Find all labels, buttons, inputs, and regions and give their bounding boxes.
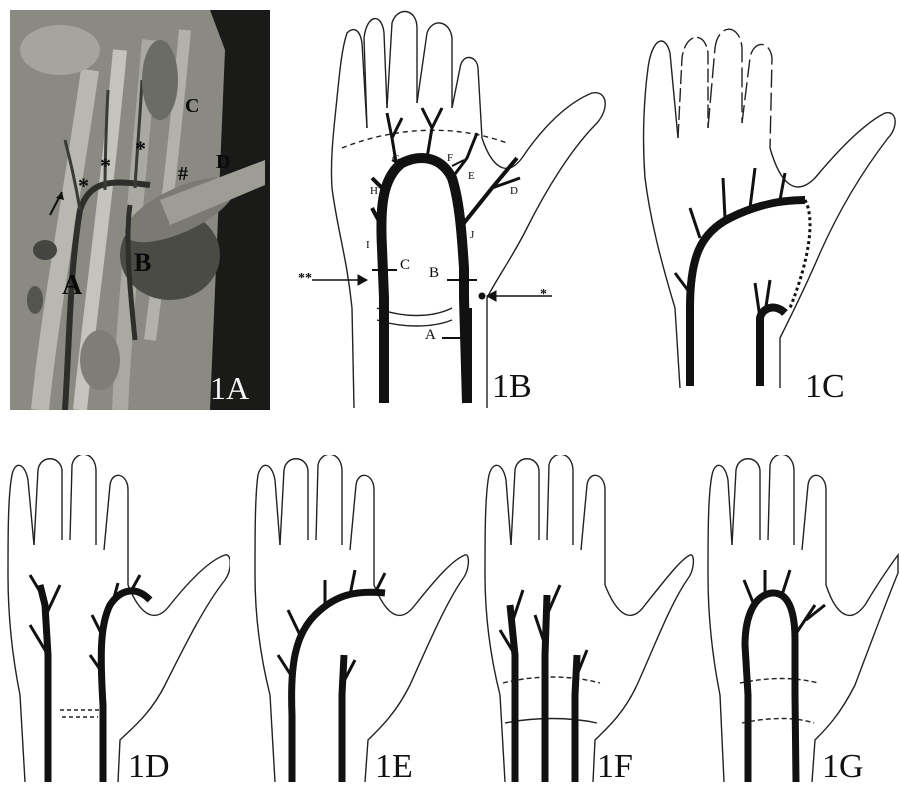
photo-marker-star-2: * bbox=[100, 155, 111, 177]
artery-pattern-1f bbox=[475, 455, 695, 782]
photo-marker-hash: # bbox=[178, 164, 188, 184]
artery-arch-1b bbox=[292, 8, 622, 418]
label-1b-star: * bbox=[540, 288, 547, 302]
panel-label-1b: 1B bbox=[492, 370, 532, 404]
label-1b-b: B bbox=[429, 266, 439, 281]
photo-marker-c: C bbox=[185, 96, 199, 116]
label-1b-e: E bbox=[468, 171, 475, 182]
label-1b-j: J bbox=[470, 230, 474, 241]
panel-label-1e: 1E bbox=[375, 750, 413, 784]
artery-pattern-1g bbox=[700, 455, 900, 782]
panel-label-1f: 1F bbox=[597, 750, 633, 784]
panel-label-1g: 1G bbox=[822, 750, 864, 784]
label-1b-f: F bbox=[447, 153, 453, 164]
panel-1d-schematic: 1D bbox=[0, 455, 230, 782]
label-1b-g: G bbox=[392, 154, 400, 165]
photo-marker-b: B bbox=[134, 250, 151, 276]
photo-marker-a: A bbox=[62, 272, 82, 300]
photo-marker-star-1: * bbox=[78, 175, 89, 197]
photo-marker-star-3: * bbox=[135, 138, 146, 160]
panel-label-1c: 1C bbox=[805, 370, 845, 404]
panel-1c-schematic: 1C bbox=[620, 18, 900, 398]
panel-label-1a: 1A bbox=[210, 372, 249, 404]
panel-1g-schematic: 1G bbox=[700, 455, 900, 782]
panel-1f-schematic: 1F bbox=[475, 455, 695, 782]
artery-pattern-1c bbox=[620, 18, 900, 398]
label-1b-double-star: ** bbox=[298, 272, 312, 286]
photo-marker-d: D bbox=[216, 152, 230, 172]
panel-label-1d: 1D bbox=[128, 750, 170, 784]
panel-1b-schematic: A B C D E F G H I J ** * 1B bbox=[292, 8, 622, 418]
panel-1e-schematic: 1E bbox=[240, 455, 470, 782]
panel-1a-photo: A B C D * * * # 1A bbox=[10, 10, 270, 410]
label-1b-h: H bbox=[370, 186, 378, 197]
artery-pattern-1d bbox=[0, 455, 230, 782]
label-1b-c: C bbox=[400, 258, 410, 273]
artery-pattern-1e bbox=[240, 455, 470, 782]
label-1b-a: A bbox=[425, 328, 436, 343]
label-1b-i: I bbox=[366, 240, 370, 251]
dissection-photo bbox=[10, 10, 270, 410]
label-1b-d: D bbox=[510, 186, 518, 197]
